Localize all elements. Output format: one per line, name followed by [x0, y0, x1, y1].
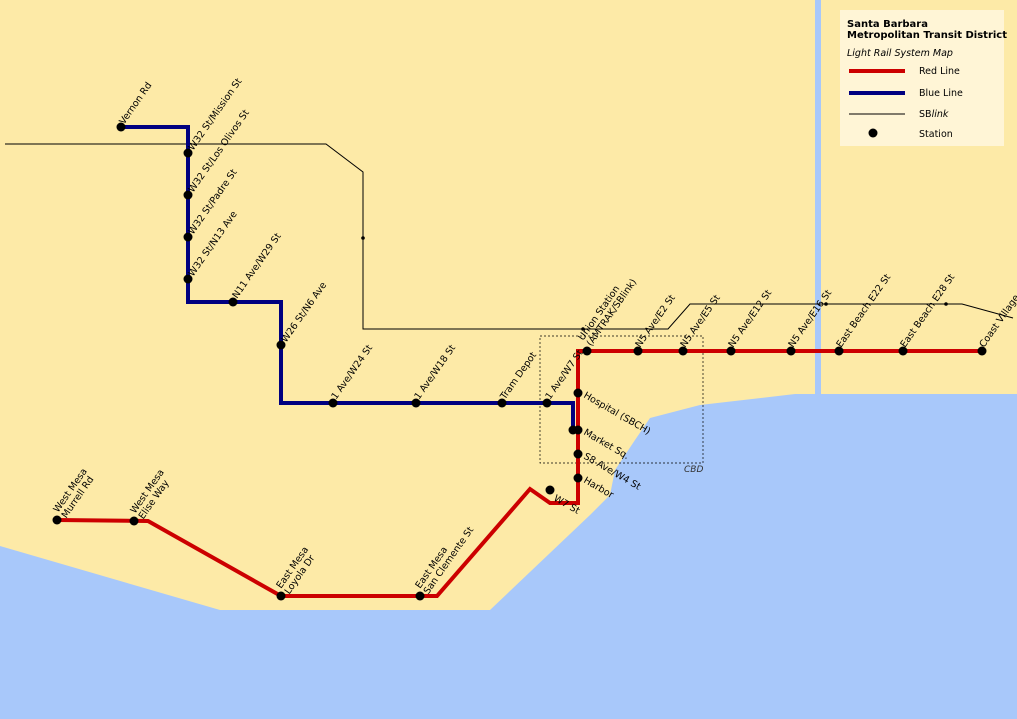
sblink-stop	[361, 236, 365, 240]
sblink-stops	[361, 236, 948, 331]
blue-line	[121, 125, 575, 430]
legend-title-line2: Metropolitan Transit District	[847, 30, 1007, 41]
legend-box	[840, 10, 1004, 146]
cbd-label: CBD	[684, 465, 703, 475]
legend-blue-label: Blue Line	[919, 88, 963, 99]
cbd-box	[539, 335, 704, 464]
legend: Santa Barbara Metropolitan Transit Distr…	[840, 10, 1007, 146]
red-line	[56, 349, 982, 598]
creek	[815, 0, 821, 394]
sblink-stop	[581, 327, 585, 331]
sblink-stop	[824, 302, 828, 306]
legend-red-label: Red Line	[919, 66, 960, 77]
legend-subtitle: Light Rail System Map	[847, 48, 953, 59]
land-mass	[0, 0, 1017, 610]
legend-sblink-label: SBlink	[919, 109, 949, 120]
legend-station-label: Station	[919, 129, 953, 140]
sblink-stop	[944, 302, 948, 306]
legend-title-line1: Santa Barbara	[847, 19, 928, 30]
legend-station-swatch	[868, 128, 878, 138]
